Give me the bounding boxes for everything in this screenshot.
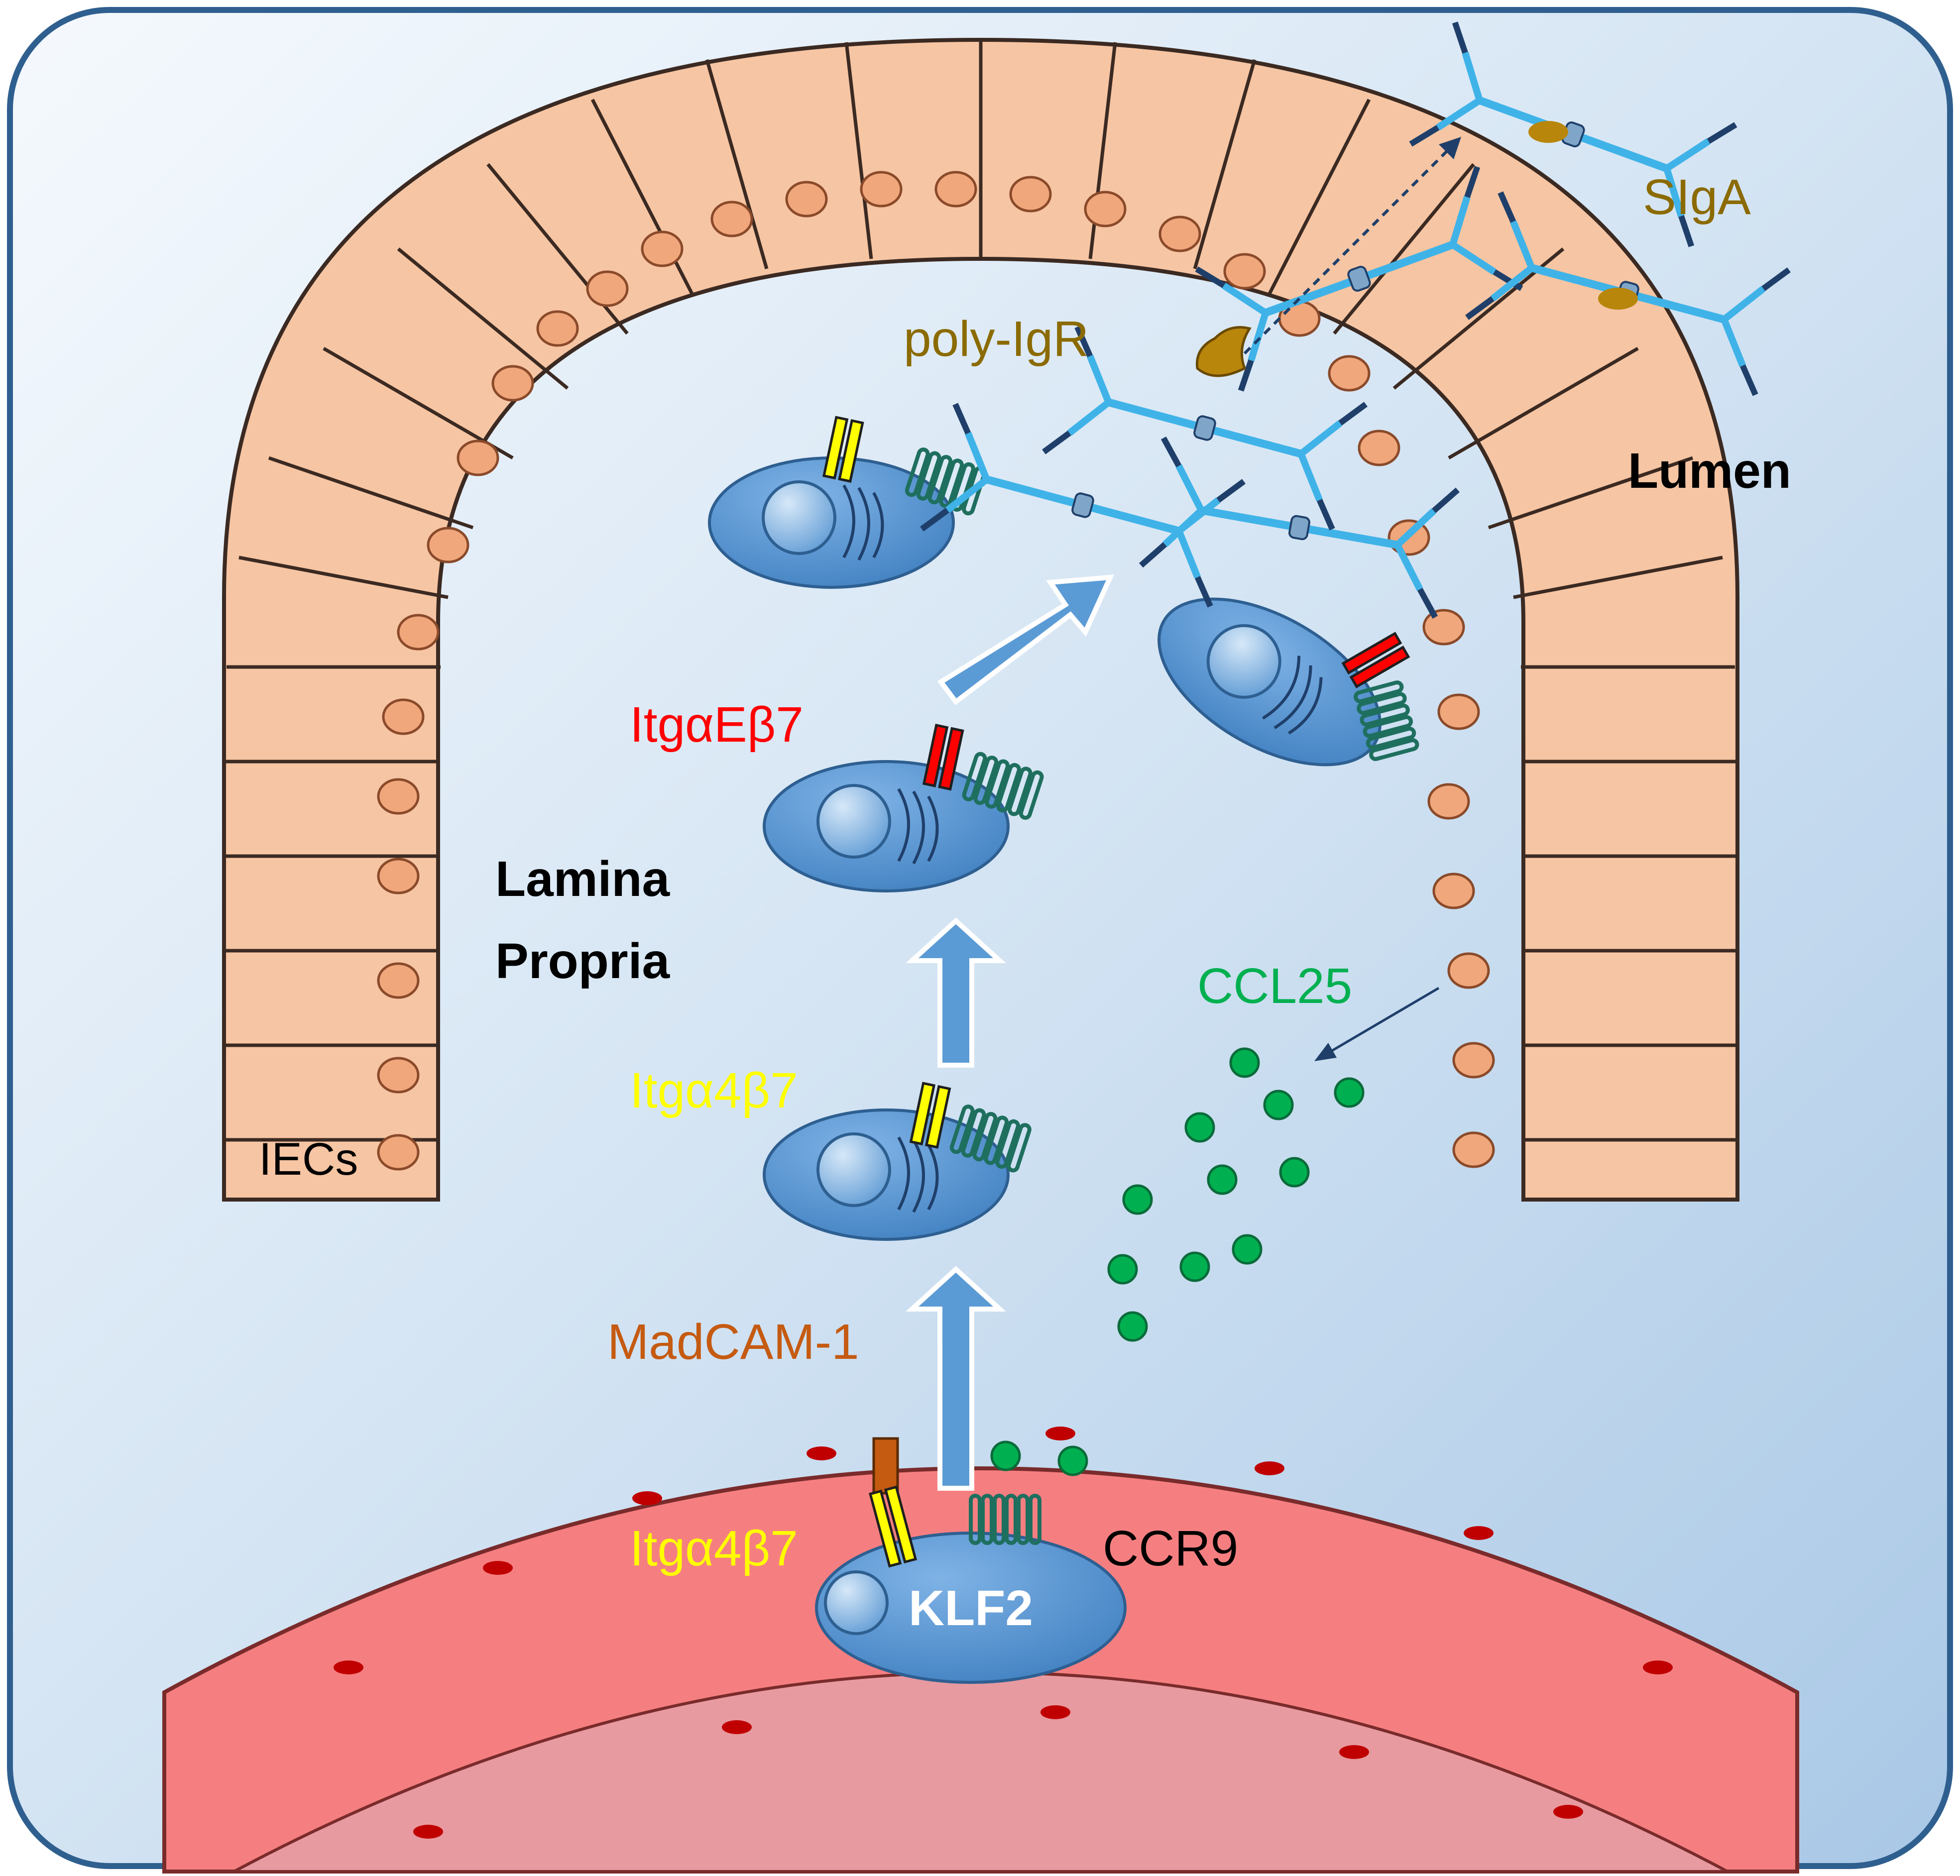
epithelium-layer (222, 37, 1739, 1202)
itg-a4b7-mid (909, 1082, 951, 1149)
itg-a4b7-top (822, 416, 864, 483)
ccl25-dots (990, 1047, 1365, 1476)
label-iecs: IECs (259, 1134, 358, 1185)
label-poly-igr: poly-IgR (904, 311, 1089, 367)
label-ccl25: CCL25 (1197, 958, 1352, 1014)
label-siga: SIgA (1643, 169, 1751, 225)
secretory-component-2 (1598, 288, 1638, 310)
label-ccr9: CCR9 (1103, 1521, 1238, 1576)
itg-a4b7-bottom (869, 1485, 918, 1568)
label-lamina: Lamina (495, 851, 670, 907)
label-propria: Propria (495, 933, 670, 989)
label-klf2: KLF2 (909, 1580, 1033, 1636)
ccl25-arrow (1323, 987, 1440, 1057)
transcytosis-arrow (1243, 148, 1450, 355)
ccl25-arrowhead (1314, 1043, 1337, 1061)
label-lumen: Lumen (1628, 443, 1791, 499)
itg-aeb7-attached (1341, 632, 1410, 688)
label-itg-a4b7-mid: Itgα4β7 (630, 1063, 798, 1118)
migration-arrows (906, 574, 1115, 1491)
label-madcam: MadCAM-1 (607, 1314, 859, 1370)
lymphocyte-klf2 (815, 1532, 1127, 1684)
poly-igr-shape (1195, 326, 1252, 377)
label-itg-aeb7: ItgαEβ7 (630, 697, 804, 753)
lymphocyte-aeb7 (764, 762, 1008, 891)
itg-aeb7-mid (922, 723, 964, 791)
madcam-bottom (872, 1437, 899, 1495)
label-itg-a4b7-bottom: Itgα4β7 (630, 1521, 798, 1576)
ccr9-bottom (971, 1496, 1039, 1543)
secretory-component-1 (1528, 121, 1568, 143)
transcytosis-arrowhead (1439, 137, 1461, 159)
